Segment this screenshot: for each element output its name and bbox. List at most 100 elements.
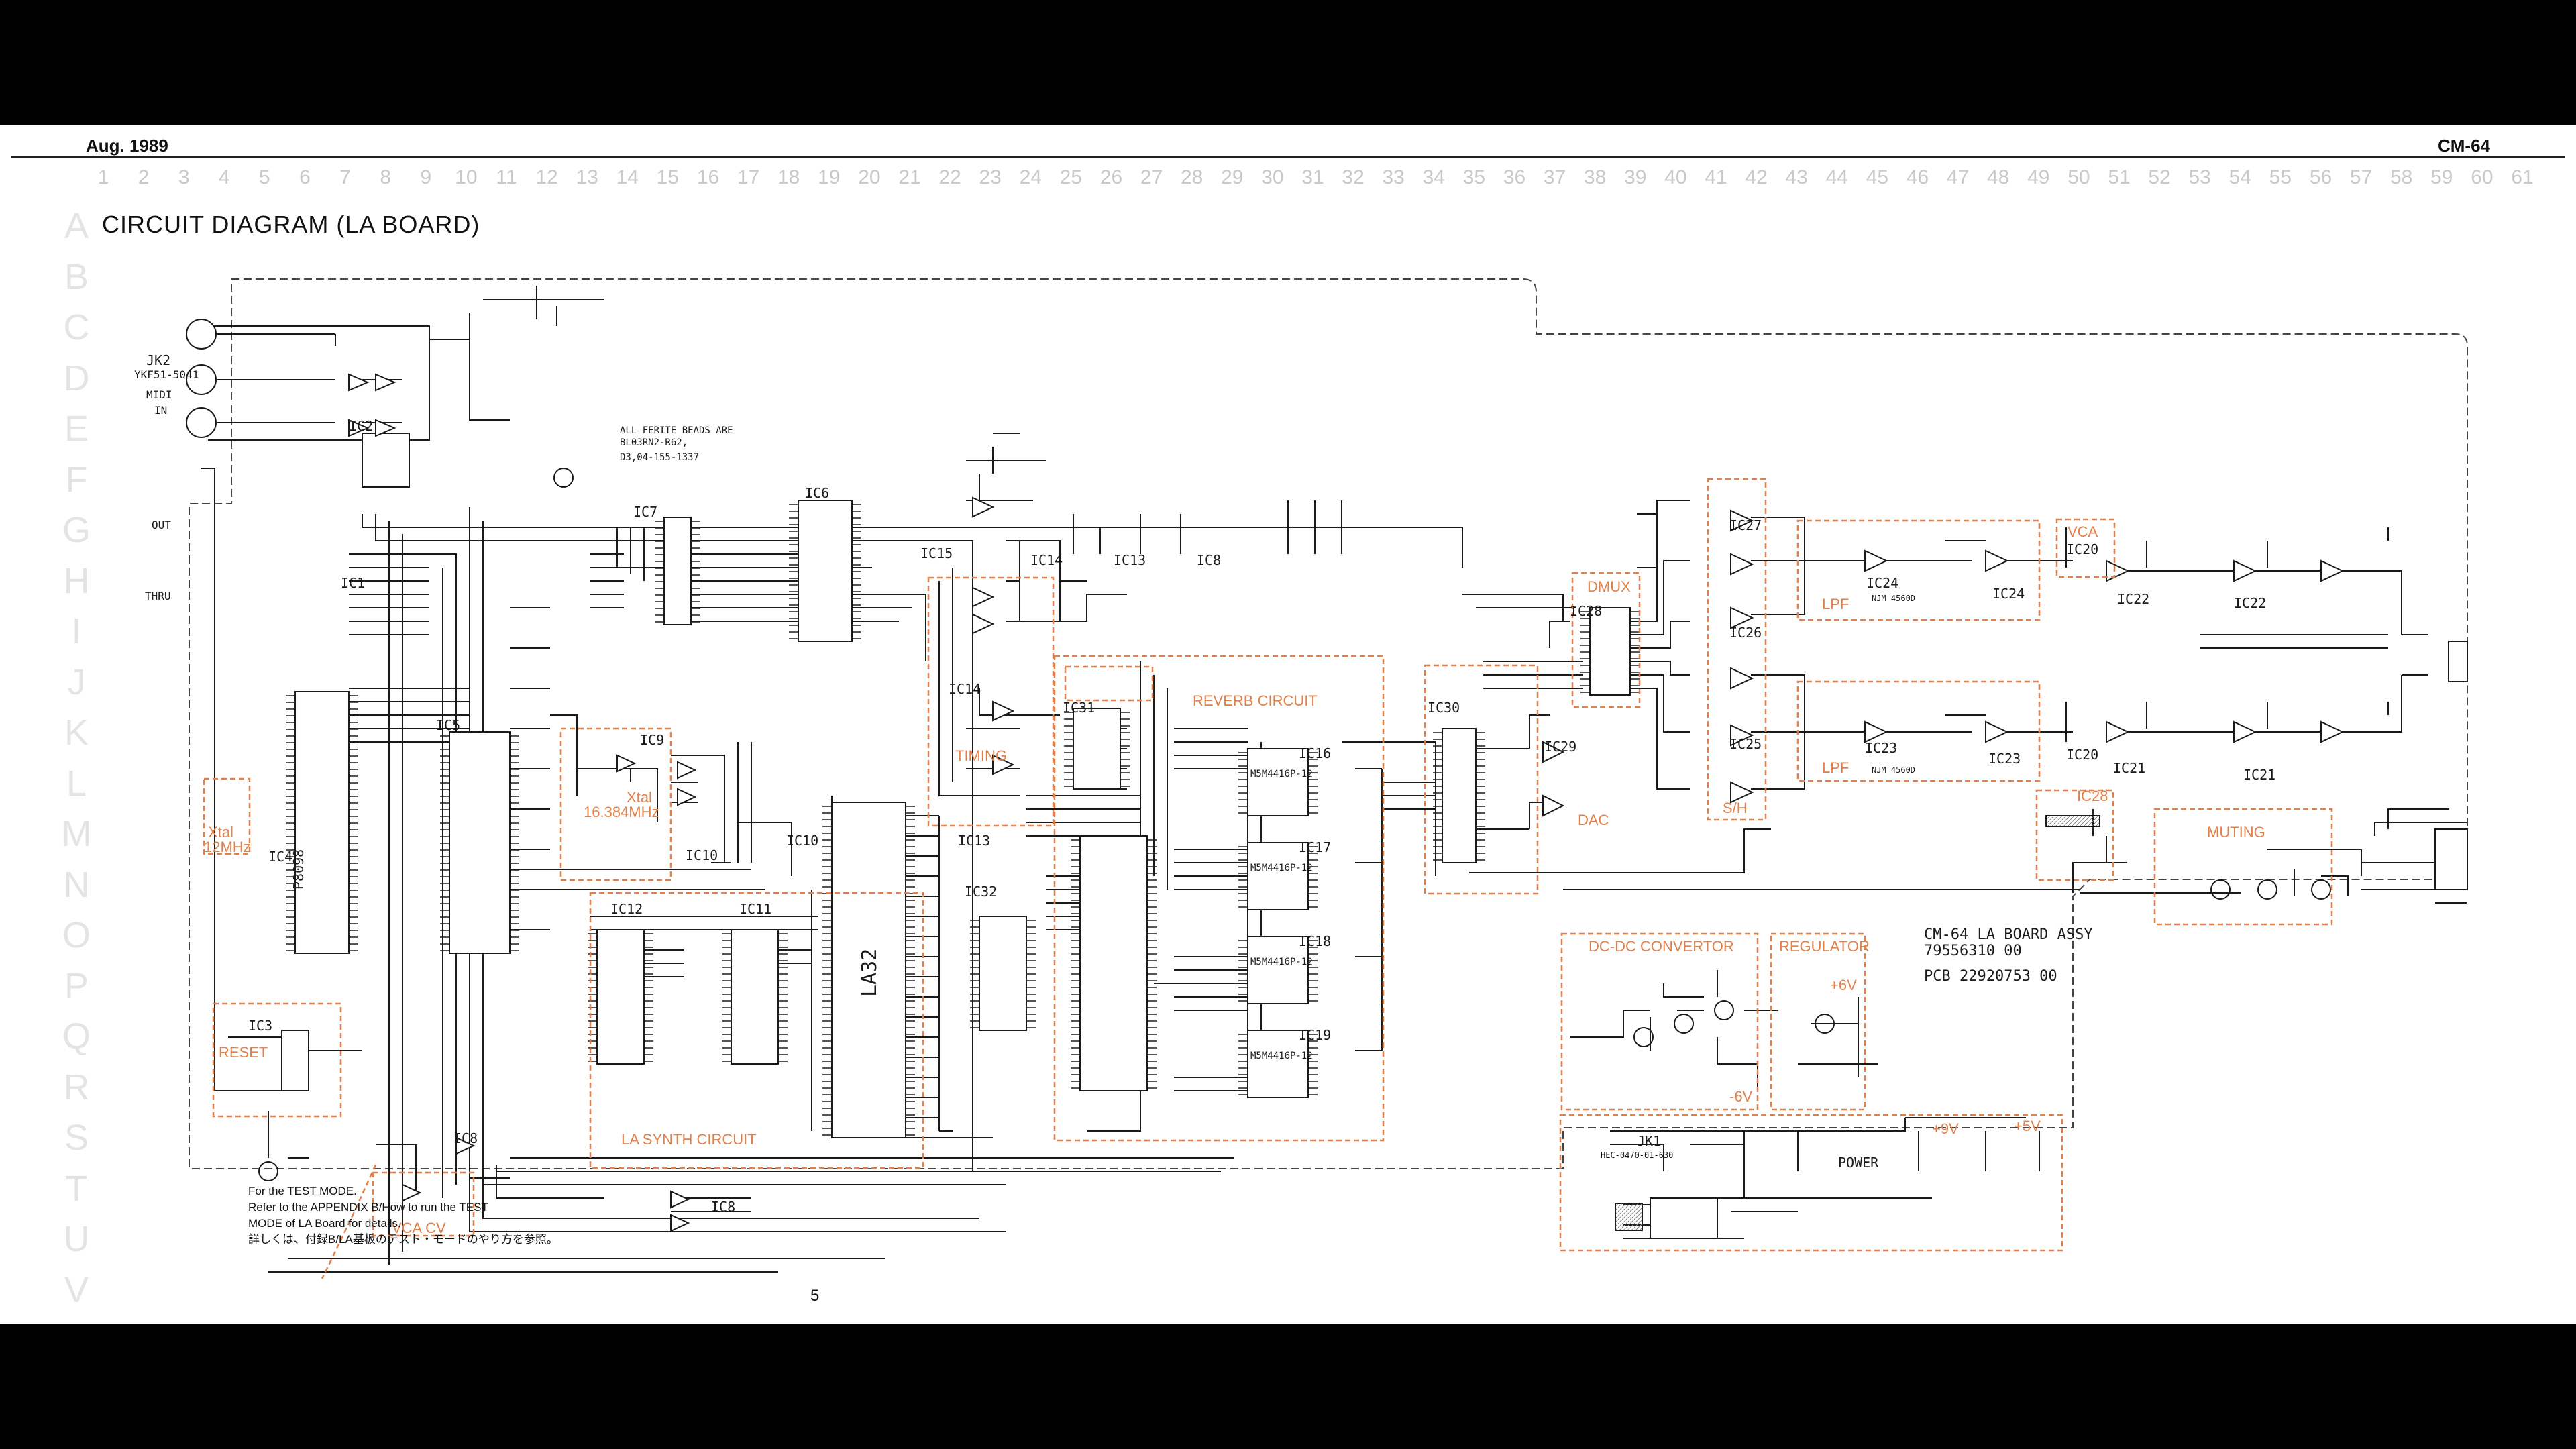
column-number: 23 [979, 166, 1002, 189]
ic29-label: IC29 [1544, 739, 1576, 755]
note-line-2: Refer to the APPENDIX B/How to run the T… [248, 1201, 488, 1214]
column-number: 27 [1140, 166, 1163, 189]
column-number: 34 [1422, 166, 1445, 189]
midi-label: MIDI [146, 388, 172, 401]
m5m-19: M5M4416P-12 [1250, 1051, 1313, 1061]
ic1-label: IC1 [341, 575, 365, 591]
column-number: 13 [576, 166, 598, 189]
column-number: 50 [2068, 166, 2090, 189]
jk2-part: YKF51-5041 [134, 368, 199, 381]
dcdc-label: DC-DC CONVERTOR [1589, 938, 1734, 955]
ic10-label: IC10 [786, 833, 818, 849]
row-letter: O [62, 915, 91, 955]
column-number: 8 [380, 166, 392, 189]
vca-block [2055, 518, 2116, 578]
ic27-label: IC27 [1729, 517, 1762, 533]
column-number: 9 [420, 166, 432, 189]
m5m-16: M5M4416P-12 [1250, 769, 1313, 780]
column-number: 42 [1745, 166, 1768, 189]
components [186, 319, 2468, 1239]
page-title: CIRCUIT DIAGRAM (LA BOARD) [102, 211, 480, 238]
xtal-left-freq: 12MHz [204, 839, 251, 855]
midi-out-connector [186, 364, 217, 395]
column-number: 29 [1221, 166, 1244, 189]
assy-name: CM-64 LA BOARD ASSY [1924, 926, 2093, 943]
xtal-mid-freq: 16.384MHz [584, 804, 659, 820]
ic21-label: IC21 [2243, 767, 2275, 783]
column-number: 24 [1019, 166, 1042, 189]
ic16-body [1247, 748, 1309, 816]
ic8-label: IC8 [453, 1130, 478, 1146]
column-number: 20 [858, 166, 881, 189]
column-number: 49 [2027, 166, 2050, 189]
midi-out-label: OUT [152, 519, 171, 531]
column-number: 38 [1584, 166, 1607, 189]
ic12-body [596, 929, 645, 1065]
lpf-top-block [1796, 519, 2041, 621]
column-number: 19 [818, 166, 841, 189]
timing-label: TIMING [955, 747, 1007, 764]
column-number: 58 [2390, 166, 2413, 189]
column-number: 25 [1059, 166, 1083, 189]
column-number: 45 [1866, 166, 1889, 189]
reverb-block [1053, 655, 1385, 1142]
ic20b-label: IC20 [2066, 747, 2098, 763]
column-number: 10 [455, 166, 478, 189]
column-number: 60 [2471, 166, 2493, 189]
ic5-body [449, 731, 511, 954]
ic28-label: IC28 [1570, 603, 1602, 619]
op-amps [348, 373, 2345, 1232]
power-label: POWER [1838, 1155, 1879, 1171]
la32-label: LA32 [858, 949, 881, 997]
test-mode-note: For the TEST MODE. Refer to the APPENDIX… [248, 1183, 558, 1248]
row-letter: I [71, 611, 82, 651]
regulator-label: REGULATOR [1779, 938, 1870, 955]
m5m-17: M5M4416P-12 [1250, 863, 1313, 873]
column-number: 55 [2269, 166, 2292, 189]
ic21b-label: IC21 [2113, 760, 2145, 776]
row-letter: K [64, 712, 89, 753]
cn-mid-right [2434, 828, 2468, 890]
row-letter: D [63, 358, 90, 398]
column-number: 14 [616, 166, 639, 189]
column-number: 52 [2148, 166, 2171, 189]
row-letter: J [67, 661, 86, 702]
ic28-body [1589, 607, 1631, 696]
cn-top-right [2448, 641, 2468, 682]
ic6-label: IC6 [805, 485, 829, 501]
ic3-body [281, 1030, 309, 1091]
plus6v-label: +6V [1830, 977, 1857, 994]
column-number: 33 [1382, 166, 1405, 189]
row-letter: Q [62, 1016, 91, 1057]
column-number: 56 [2309, 166, 2332, 189]
ic13b-label: IC13 [1114, 552, 1146, 568]
ic28-lower-block [2035, 789, 2114, 881]
ic3-label: IC3 [248, 1018, 272, 1034]
ic8c-label: IC8 [1197, 552, 1221, 568]
column-number: 51 [2108, 166, 2131, 189]
midi-thru-label: THRU [145, 590, 171, 602]
ic24b-label: IC24 [1992, 586, 2025, 602]
column-number: 31 [1301, 166, 1324, 189]
row-letter: H [63, 560, 90, 601]
ic15-label: IC15 [920, 545, 953, 561]
muting-block [2153, 808, 2333, 926]
column-number: 61 [2511, 166, 2534, 189]
note-line-4: 詳しくは、付録B/LA基板のテスト・モードのやり方を参照。 [248, 1233, 558, 1246]
column-number: 59 [2430, 166, 2453, 189]
la32-body [831, 802, 906, 1138]
ic25-label: IC25 [1729, 736, 1762, 752]
row-letter: S [64, 1118, 89, 1158]
page-number: 5 [810, 1287, 820, 1305]
dmux-block [1571, 572, 1641, 708]
ic19-body [1247, 1030, 1309, 1098]
p8098-label: P8098 [290, 849, 307, 890]
ic24-label: IC24 [1866, 575, 1898, 591]
ic28-lower-label: IC28 [2077, 788, 2108, 804]
ic16-label: IC16 [1299, 745, 1331, 761]
ic19-label: IC19 [1299, 1027, 1331, 1043]
jk1-label: JK1 [1637, 1133, 1661, 1149]
ic26-label: IC26 [1729, 625, 1762, 641]
ic13-body [1079, 835, 1148, 1091]
